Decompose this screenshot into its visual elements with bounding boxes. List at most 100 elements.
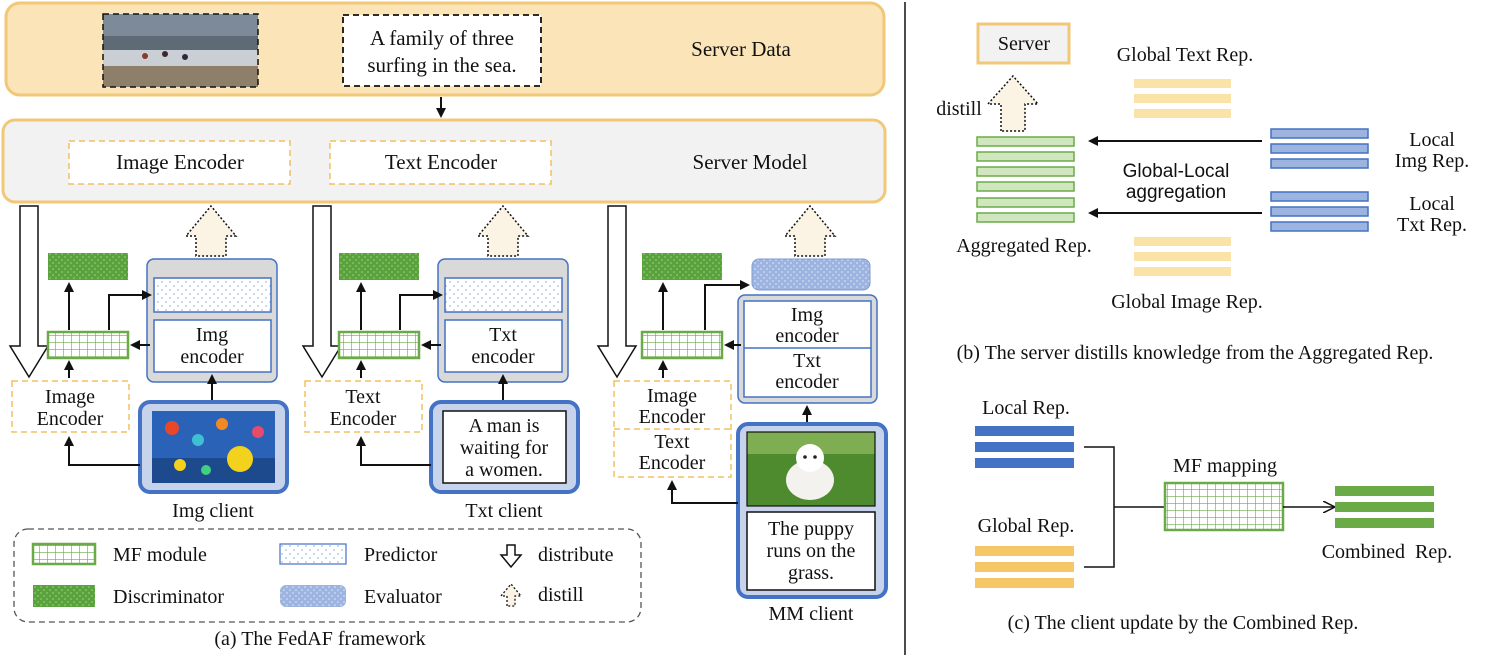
txt-encoder [444, 319, 563, 373]
mm-txt-encoder-line2: encoder [775, 371, 839, 393]
legend-discriminator-label: Discriminator [113, 586, 224, 608]
txt-local-encoder-line1: Text [345, 386, 381, 408]
txt-encoder-line1: Txt [489, 324, 517, 346]
legend-mf-label: MF module [113, 544, 207, 566]
aggregation-line1: Global-Local [1123, 161, 1230, 182]
global-rep-label: Global Rep. [978, 515, 1075, 537]
img-encoder [153, 319, 272, 373]
surf-photo [102, 13, 259, 88]
aggregation-line2: aggregation [1126, 182, 1226, 203]
legend-evaluator-swatch [280, 585, 346, 607]
aggregated-rep-bars [976, 136, 1075, 223]
mm-discriminator [642, 253, 722, 280]
mm-local-txt-line2: Encoder [639, 452, 706, 474]
mm-client-text-line2: runs on the [767, 540, 856, 562]
panel-c: Local Rep. Global Rep. MF mapping Combin… [975, 397, 1452, 634]
img-local-encoder-line1: Image [45, 386, 95, 408]
distill-label-b: distill [936, 98, 982, 120]
panel-b: Server distill Global Text Rep. Aggregat… [936, 22, 1469, 364]
caption-a: (a) The FedAF framework [214, 628, 425, 650]
local-rep-label: Local Rep. [982, 397, 1070, 419]
mf-mapping-label: MF mapping [1173, 455, 1277, 477]
mm-local-img-line1: Image [647, 385, 697, 407]
server-node [976, 22, 1071, 65]
legend-distribute-icon [499, 544, 523, 569]
distill-arrow-b [986, 74, 1040, 132]
img-mf-module [46, 330, 130, 360]
txt-predictor [444, 277, 563, 313]
legend: MF module Discriminator Predictor Evalua… [13, 528, 642, 623]
distill-arrow-img [184, 204, 238, 257]
txt-client-label: Txt client [465, 500, 543, 522]
server-text-encoder [329, 140, 552, 185]
local-img-line2: Img Rep. [1395, 150, 1469, 172]
img-discriminator [48, 253, 128, 280]
legend-evaluator-label: Evaluator [364, 586, 442, 608]
server-text-encoder-label: Text Encoder [385, 150, 497, 174]
mm-evaluator [751, 258, 871, 291]
img-client-label: Img client [172, 500, 254, 522]
server-data-box: A family of three surfing in the sea. Se… [4, 1, 886, 97]
img-encoder-line2: encoder [180, 346, 244, 368]
aggregated-rep-label: Aggregated Rep. [956, 235, 1092, 257]
legend-discriminator-swatch [33, 585, 95, 607]
global-rep-bars [975, 546, 1074, 588]
legend-distill-label: distill [538, 584, 584, 606]
global-text-rep-bars [1134, 79, 1231, 118]
distill-arrow-txt [476, 204, 530, 257]
txt-mf-module [337, 330, 421, 360]
distribute-arrow-mm [596, 205, 638, 379]
txt-local-encoder [304, 380, 423, 433]
local-txt-rep-bars [1270, 191, 1369, 232]
server-model-box: Image Encoder Text Encoder Server Model [1, 118, 887, 204]
local-img-rep-bars [1270, 128, 1369, 169]
mm-client-label: MM client [769, 603, 854, 625]
legend-mf-swatch [31, 542, 97, 566]
server-model-label: Server Model [693, 150, 808, 174]
legend-distill-icon [499, 582, 523, 607]
txt-client-column: Txt encoder Text Encoder A man is waitin… [304, 253, 580, 522]
server-image-encoder-label: Image Encoder [116, 150, 244, 174]
combine-bracket [1084, 446, 1115, 568]
legend-predictor-label: Predictor [364, 544, 438, 566]
server-data-caption-line1: A family of three [370, 26, 514, 50]
distill-arrow-mm [783, 204, 837, 257]
combined-rep-bars [1335, 486, 1434, 528]
global-image-rep-bars [1134, 237, 1231, 276]
server-image-encoder [68, 140, 291, 185]
txt-discriminator [339, 253, 419, 280]
img-encoder-line1: Img [196, 324, 228, 346]
server-data-label: Server Data [691, 37, 791, 61]
txt-encoder-line2: encoder [471, 346, 535, 368]
caption-c: (c) The client update by the Combined Re… [1008, 612, 1359, 634]
server-data-caption-box [342, 14, 542, 87]
img-local-encoder-line2: Encoder [37, 408, 104, 430]
legend-predictor-swatch [279, 543, 347, 565]
distribute-arrow-img [8, 205, 50, 379]
mf-mapping-block [1163, 481, 1285, 532]
mm-client-column: Img encoder Txt encoder Image Encoder Te… [613, 253, 888, 625]
mm-local-encoders [613, 380, 732, 478]
img-local-encoder [11, 380, 130, 433]
mm-local-txt-line1: Text [654, 431, 690, 453]
caption-b: (b) The server distills knowledge from t… [957, 342, 1434, 364]
local-txt-line1: Local [1409, 193, 1455, 215]
img-client-column: Img encoder Image Encoder Img client [11, 253, 289, 522]
local-img-line1: Local [1409, 129, 1455, 151]
mm-client-text-line3: grass. [788, 562, 834, 584]
mm-txt-encoder-line1: Txt [793, 350, 821, 372]
local-txt-line2: Txt Rep. [1397, 214, 1467, 236]
mm-mf-module [640, 330, 724, 360]
mm-local-img-line2: Encoder [639, 406, 706, 428]
server-node-label: Server [998, 33, 1051, 55]
mm-client-text-line1: The puppy [768, 518, 854, 540]
legend-distribute-label: distribute [538, 544, 614, 566]
server-data-caption-line2: surfing in the sea. [367, 53, 516, 77]
global-image-rep-label: Global Image Rep. [1111, 291, 1263, 313]
txt-client-text-line1: A man is [468, 415, 539, 437]
combined-rep-label: Combined Rep. [1322, 541, 1453, 563]
fish-photo [152, 411, 275, 483]
mm-img-encoder-line1: Img [791, 304, 823, 326]
txt-local-encoder-line2: Encoder [330, 408, 397, 430]
